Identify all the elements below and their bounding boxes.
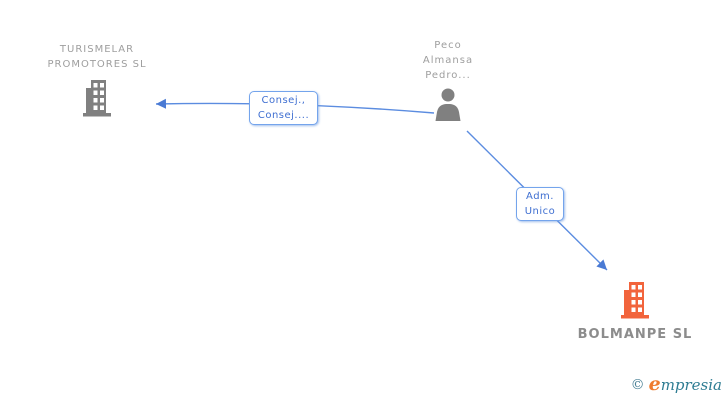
building-icon bbox=[82, 79, 112, 117]
node-bolmanpe-label: BOLMANPE SL bbox=[577, 327, 693, 342]
node-turismelar-label-line2: PROMOTORES SL bbox=[47, 59, 147, 70]
empresia-logo: ©empresia bbox=[631, 373, 722, 395]
building-icon bbox=[620, 281, 650, 319]
edge-label-adm-unico-line2: Unico bbox=[524, 206, 556, 217]
node-person-label-line1: Peco bbox=[434, 40, 462, 51]
node-person-label-line2: Almansa bbox=[422, 55, 474, 66]
node-turismelar-promotores[interactable]: TURISMELAR PROMOTORES SL bbox=[32, 42, 162, 121]
copyright-icon: © bbox=[630, 377, 645, 393]
person-icon bbox=[433, 87, 463, 121]
node-person-peco-almansa[interactable]: Peco Almansa Pedro... bbox=[398, 38, 498, 125]
edge-label-adm-unico[interactable]: Adm. Unico bbox=[516, 187, 564, 221]
edge-label-consejero-line1: Consej., bbox=[261, 95, 306, 106]
edge-label-consejero-line2: Consej.... bbox=[257, 110, 310, 121]
logo-brand-rest: mpresia bbox=[660, 376, 722, 394]
edge-label-consejero[interactable]: Consej., Consej.... bbox=[249, 91, 318, 125]
node-turismelar-label-line1: TURISMELAR bbox=[59, 44, 135, 55]
edge-label-adm-unico-line1: Adm. bbox=[526, 191, 554, 202]
node-bolmanpe[interactable]: BOLMANPE SL bbox=[575, 281, 695, 343]
node-person-label-line3: Pedro... bbox=[425, 70, 471, 81]
logo-letter-e: e bbox=[648, 373, 661, 395]
